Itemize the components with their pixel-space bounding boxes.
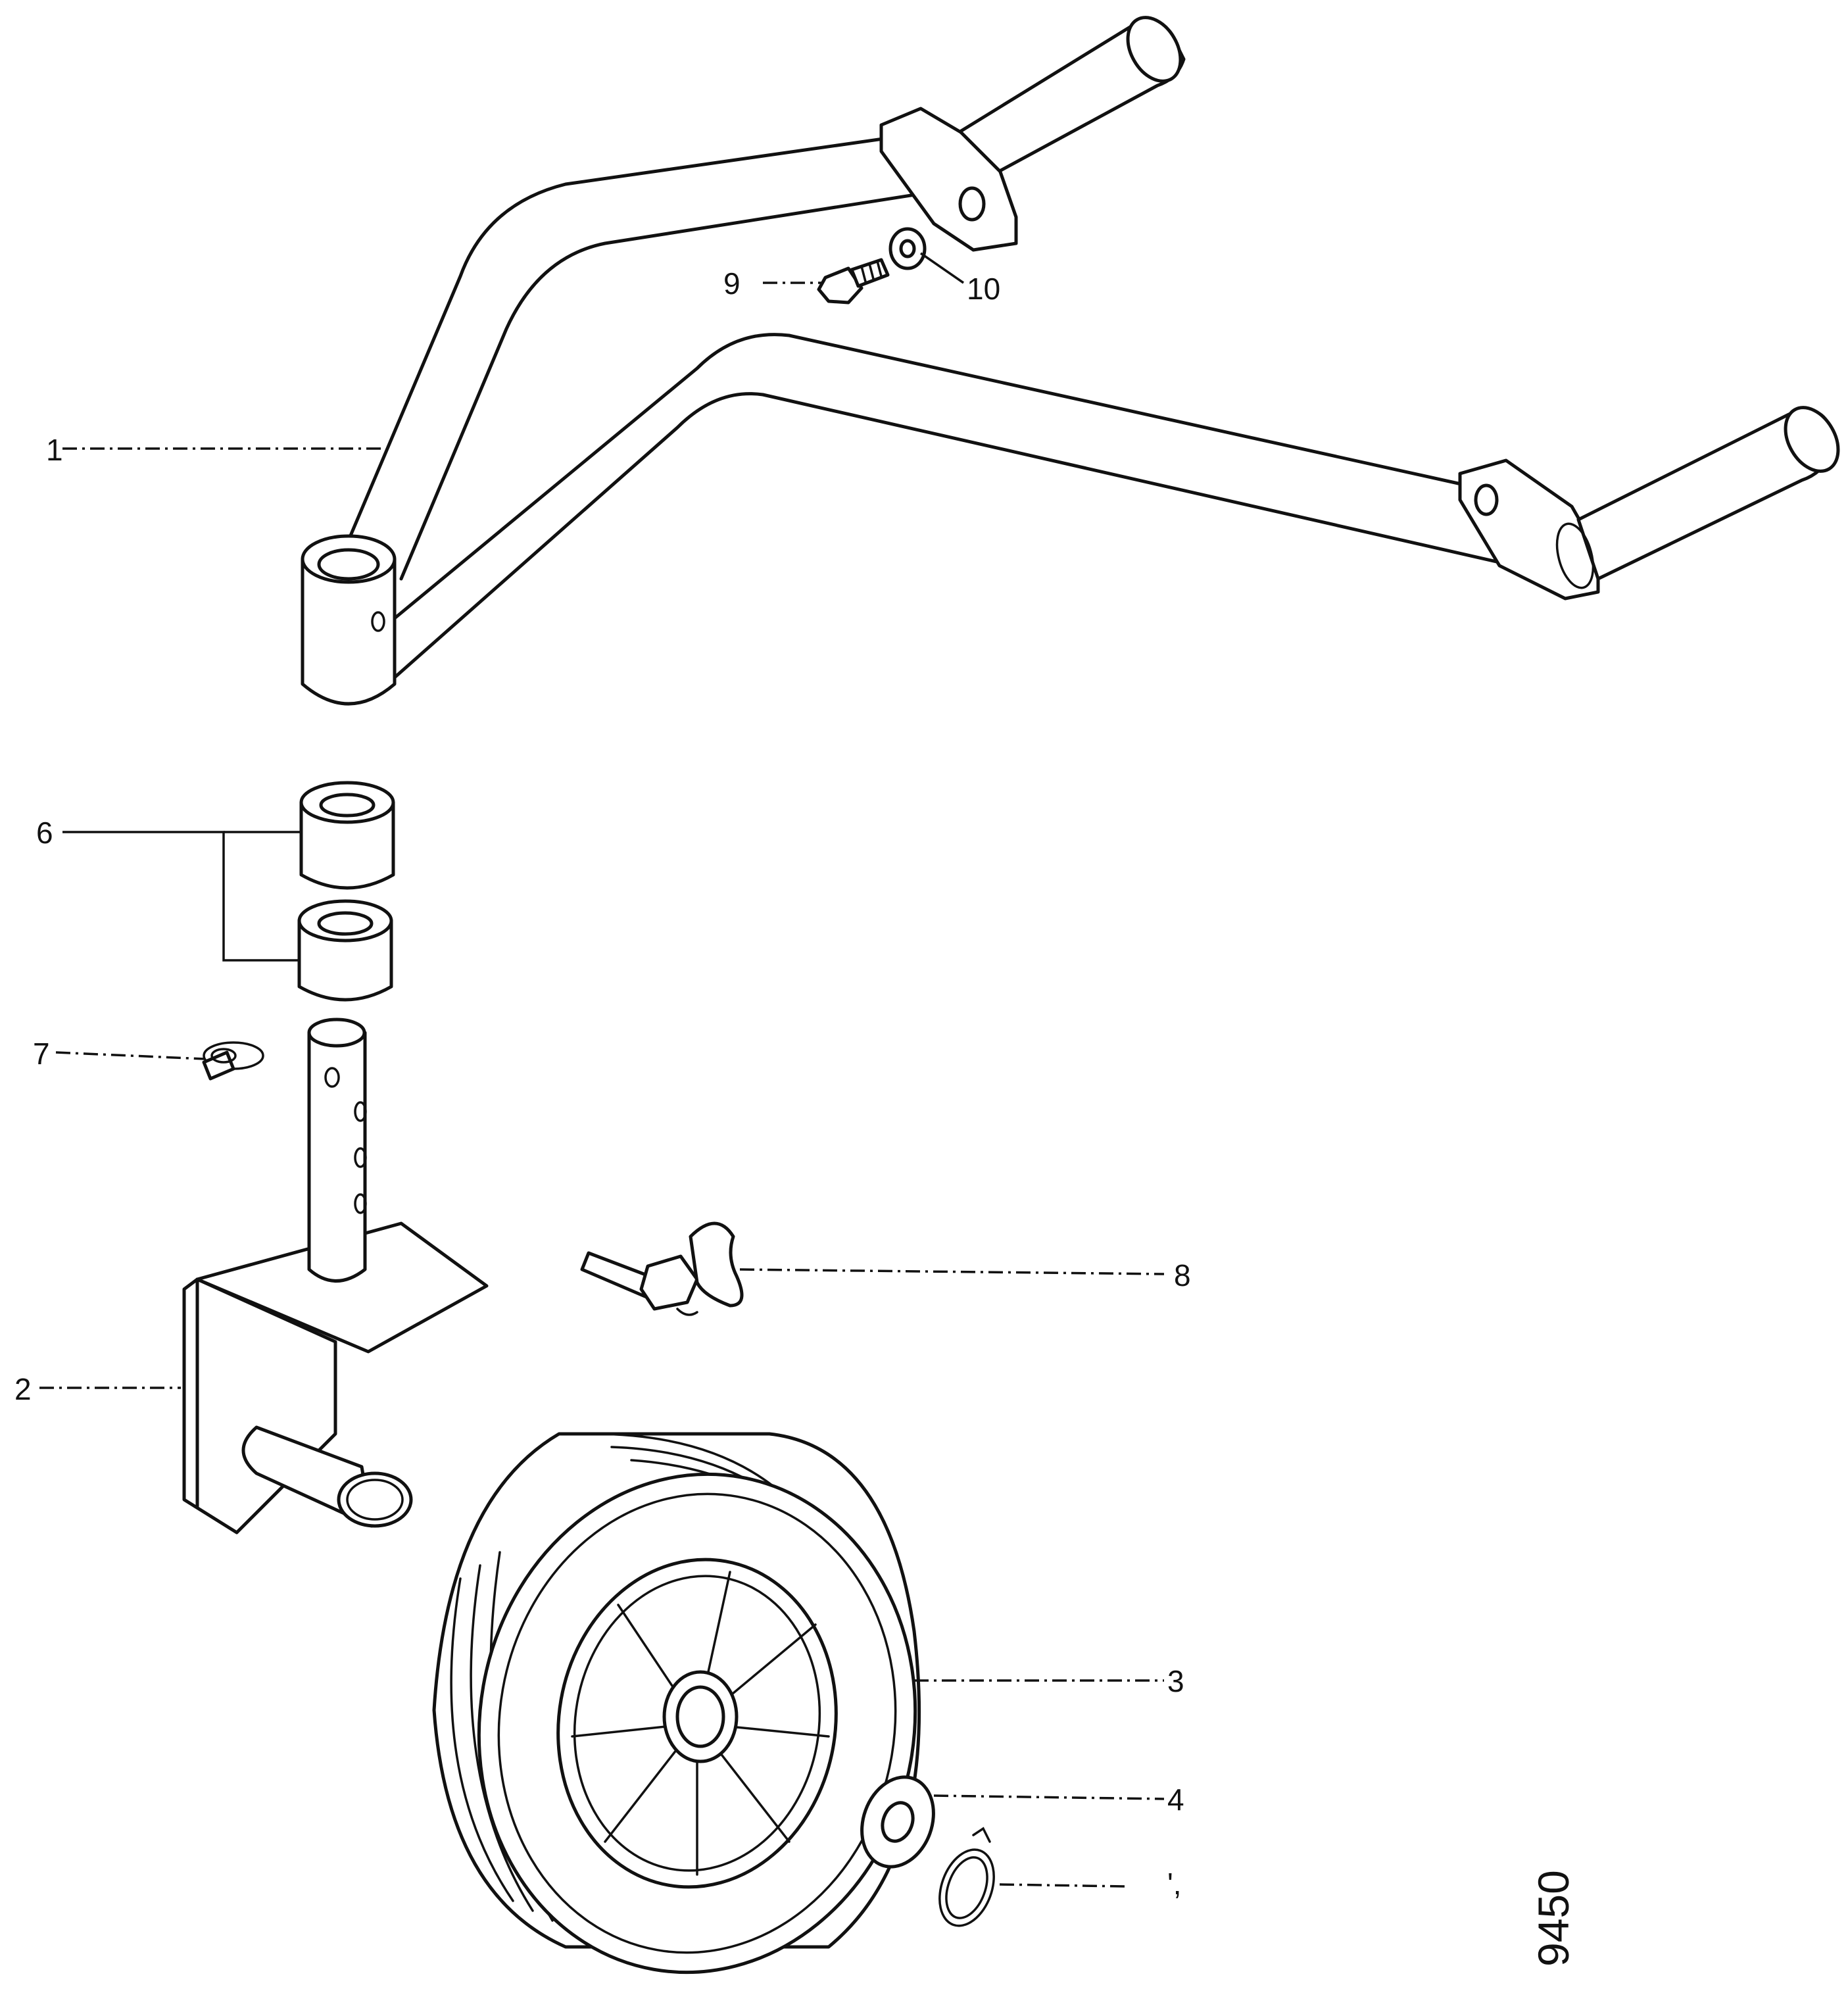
axle-washer xyxy=(860,1775,935,1869)
tow-bar-frame xyxy=(301,16,1840,706)
circlip xyxy=(938,1827,995,1927)
callout-4: 4 xyxy=(1167,1782,1184,1817)
wheel-bracket xyxy=(182,1018,489,1535)
wing-bolt xyxy=(580,1221,744,1316)
callout-5: ', xyxy=(1167,1867,1182,1901)
callout-9: 9 xyxy=(723,266,741,301)
bolt-and-washer xyxy=(817,227,927,305)
callout-10: 10 xyxy=(967,272,1000,306)
callout-6: 6 xyxy=(36,816,53,850)
callout-7: 7 xyxy=(33,1037,50,1071)
callout-1: 1 xyxy=(46,433,63,467)
bushings xyxy=(297,781,395,1002)
callout-8: 8 xyxy=(1174,1258,1191,1292)
callout-3: 3 xyxy=(1167,1664,1184,1698)
callout-2: 2 xyxy=(14,1372,32,1406)
drawing-number: 9450 xyxy=(1529,1870,1578,1967)
clip-pin xyxy=(202,1041,264,1081)
leader-lines xyxy=(39,252,1165,1888)
wheel xyxy=(432,1432,921,1975)
callout-labels: 1 6 7 2 8 9 10 3 4 ', xyxy=(14,266,1191,1901)
